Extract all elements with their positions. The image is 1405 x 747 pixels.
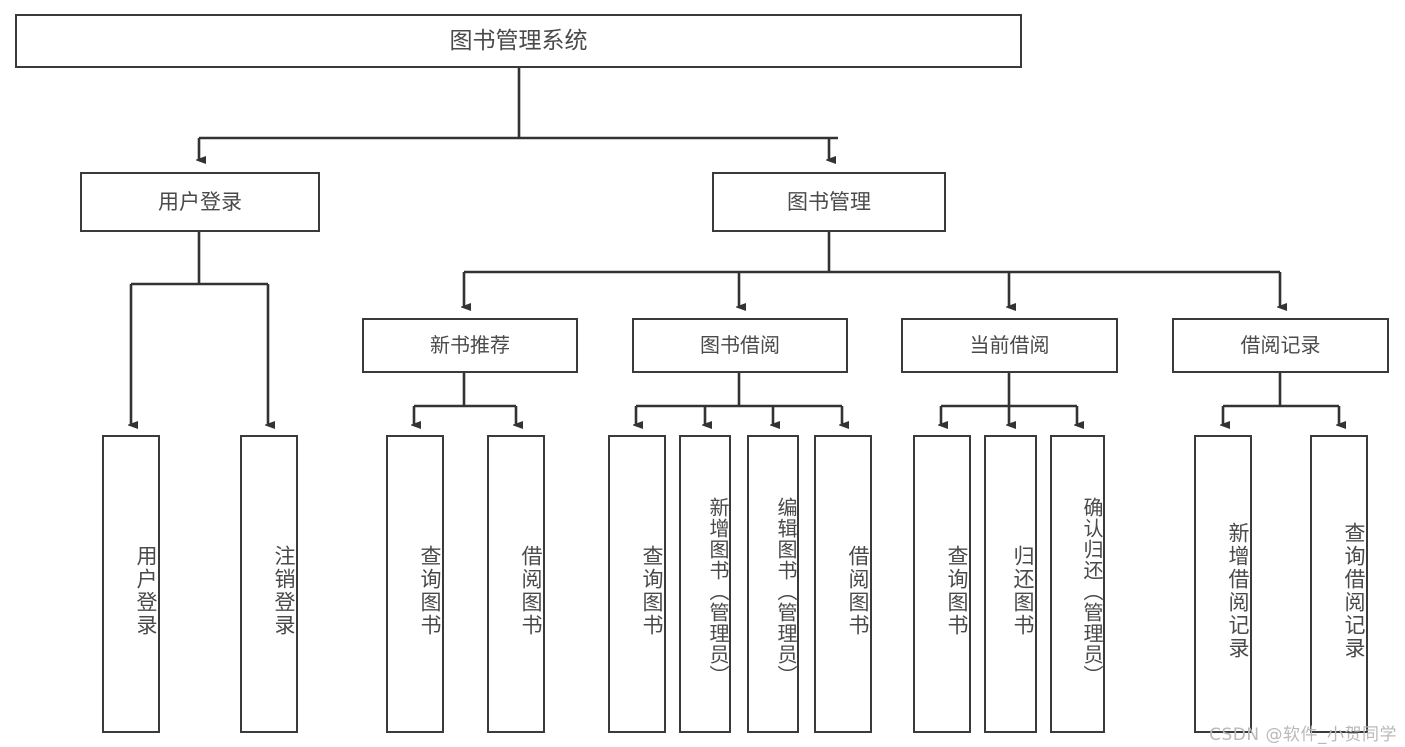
leaf-new-book-borrow-books[interactable]: 借阅图书 <box>487 435 545 733</box>
node-new-book-recommendation[interactable]: 新书推荐 <box>362 318 578 373</box>
leaf-borrow-record-add-record[interactable]: 新增借阅记录 <box>1194 435 1252 733</box>
leaf-book-borrow-add-book-admin[interactable]: 新增图书（管理员） <box>679 435 731 733</box>
node-root-book-management-system[interactable]: 图书管理系统 <box>15 14 1022 68</box>
leaf-borrow-record-query-record[interactable]: 查询借阅记录 <box>1310 435 1368 733</box>
leaf-user-login-logout[interactable]: 注销登录 <box>240 435 298 733</box>
leaf-current-borrow-return-books[interactable]: 归还图书 <box>984 435 1037 733</box>
leaf-book-borrow-borrow-books[interactable]: 借阅图书 <box>814 435 872 733</box>
leaf-user-login-login[interactable]: 用户登录 <box>102 435 160 733</box>
node-user-login[interactable]: 用户登录 <box>80 172 320 232</box>
csdn-watermark: CSDN @软件_小贺同学 <box>1209 725 1397 745</box>
leaf-current-borrow-query-books[interactable]: 查询图书 <box>913 435 971 733</box>
leaf-book-borrow-query-books[interactable]: 查询图书 <box>608 435 666 733</box>
node-book-management[interactable]: 图书管理 <box>712 172 946 232</box>
node-book-borrowing[interactable]: 图书借阅 <box>632 318 848 373</box>
node-borrowing-record[interactable]: 借阅记录 <box>1172 318 1389 373</box>
leaf-new-book-query-books[interactable]: 查询图书 <box>386 435 444 733</box>
leaf-book-borrow-edit-book-admin[interactable]: 编辑图书（管理员） <box>747 435 799 733</box>
leaf-current-borrow-confirm-return-admin[interactable]: 确认归还（管理员） <box>1050 435 1105 733</box>
node-current-borrowing[interactable]: 当前借阅 <box>901 318 1118 373</box>
